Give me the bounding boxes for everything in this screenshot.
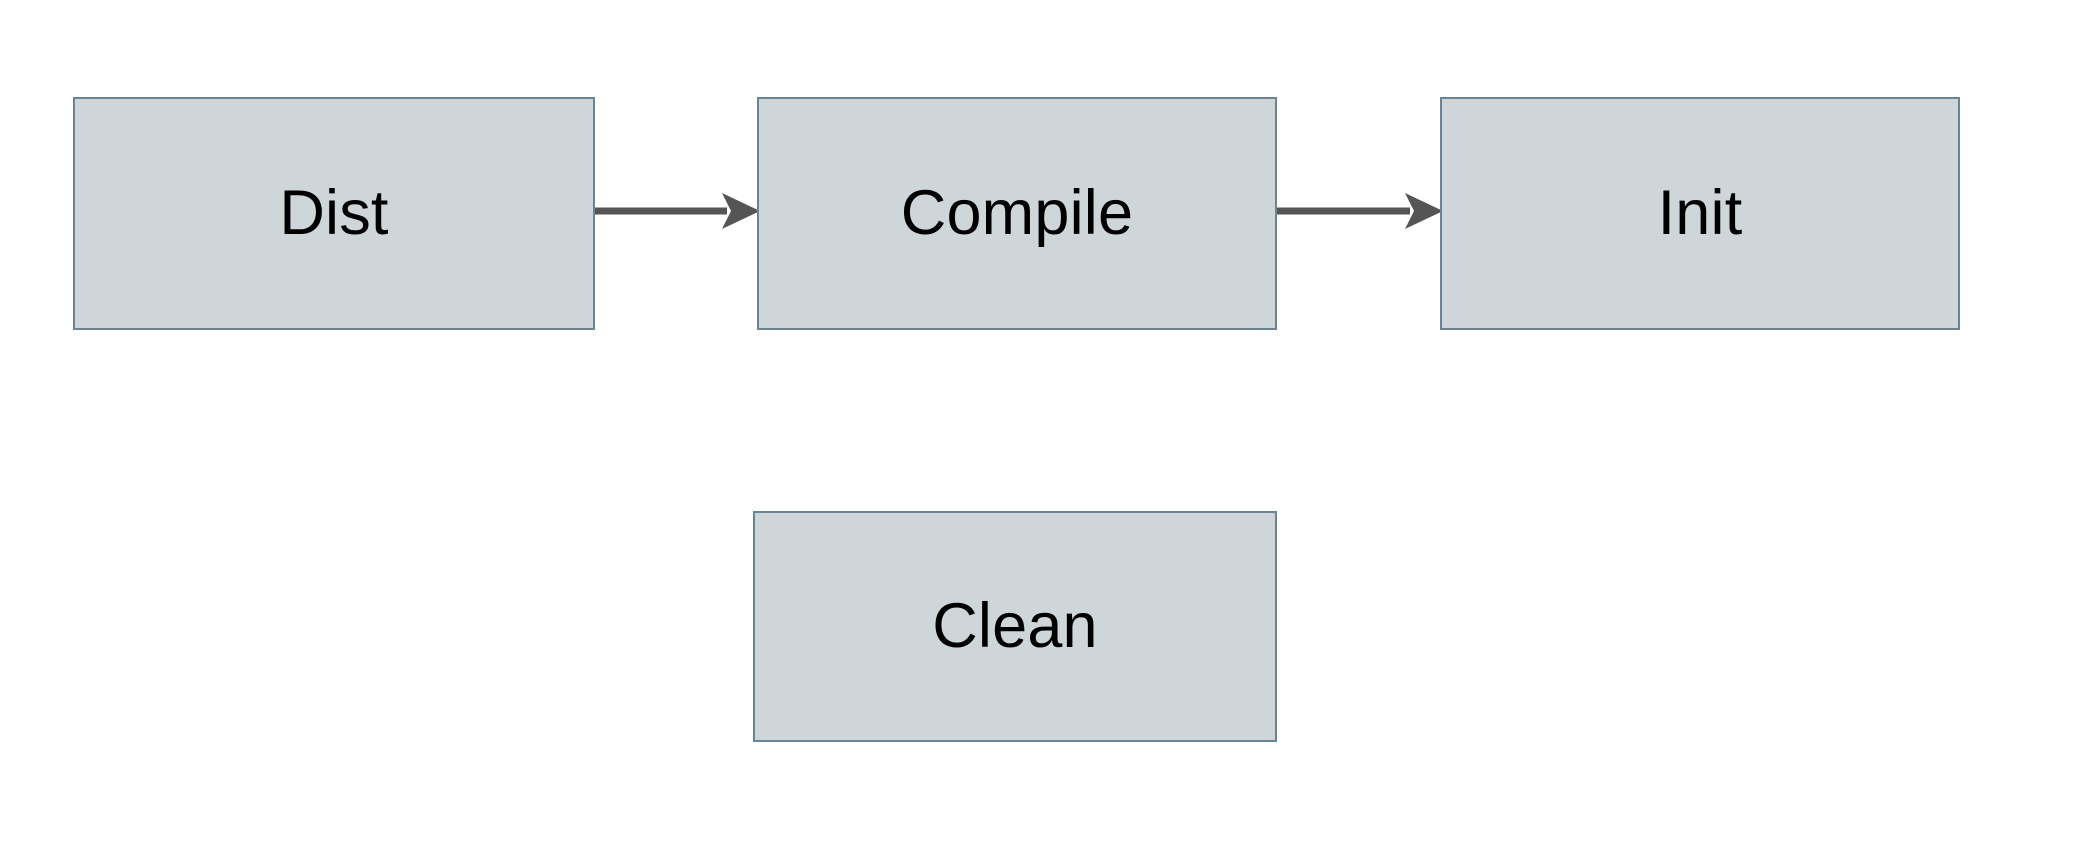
node-dist[interactable]: Dist: [73, 97, 595, 330]
node-dist-label: Dist: [279, 178, 389, 248]
node-compile-label: Compile: [900, 178, 1134, 248]
edge-dist-to-compile: [595, 193, 760, 229]
node-compile[interactable]: Compile: [757, 97, 1277, 330]
node-init-label: Init: [1657, 178, 1743, 248]
node-clean[interactable]: Clean: [753, 511, 1277, 742]
edge-compile-to-init: [1277, 193, 1443, 229]
node-init[interactable]: Init: [1440, 97, 1960, 330]
arrowhead-icon: [1405, 193, 1443, 229]
node-clean-label: Clean: [932, 591, 1098, 661]
arrowhead-icon: [722, 193, 760, 229]
